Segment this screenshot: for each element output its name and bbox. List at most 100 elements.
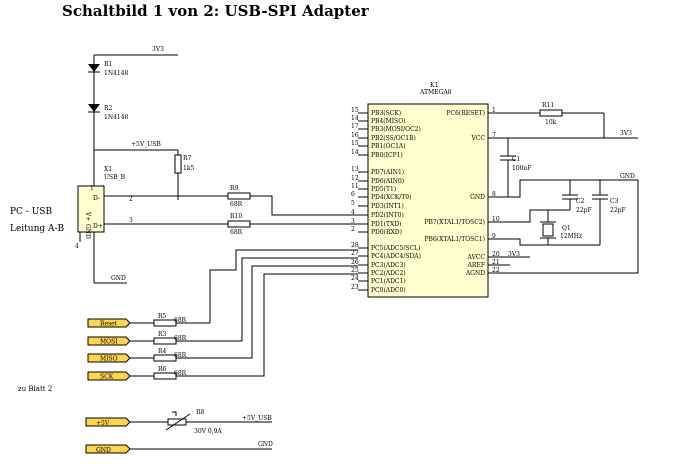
usb-pin-dplus: D+ [93, 223, 103, 230]
mcu-pin-label: PC3(ADC3) [371, 262, 406, 269]
spi-wiring [198, 249, 358, 377]
diode-chain: 3V3 R1 1N4148 R2 1N4148 +5V_USB [88, 46, 178, 172]
usb-ref: X1 [104, 166, 112, 173]
connector-resistor-ref: R3 [158, 331, 167, 338]
right-wiring: R11 10k 3V3 C1 100nF GND C2 22pF C3 22pF [498, 102, 639, 274]
mcu-pin-number: 27 [351, 250, 359, 257]
leitung-label: Leitung A-B [10, 224, 65, 234]
mcu-pin-label: PB2(SS/OC1B) [371, 135, 416, 142]
zu-blatt-label: zu Blatt 2 [18, 385, 52, 393]
usb-pin-vcc: V+ [84, 211, 91, 221]
mcu-pin-number: 14 [351, 149, 359, 156]
connector-resistor-ref: R5 [158, 313, 167, 320]
mcu-pin-number: 25 [351, 267, 359, 274]
resistor-r10: R10 68R [227, 213, 251, 236]
mcu-pin-label: PD3(INT1) [371, 203, 404, 210]
mcu-pin-label: PD5(T1) [371, 186, 396, 193]
diode-r2-part: 1N4148 [104, 114, 129, 121]
net-usb5v: +5V_USB [131, 141, 161, 148]
page-title: Schaltbild 1 von 2: USB-SPI Adapter [62, 2, 370, 20]
connector-resistor-value: 68R [174, 317, 187, 324]
r11-value: 10k [545, 119, 557, 126]
mcu-pin-number: 8 [492, 191, 496, 198]
r9-ref: R9 [230, 185, 239, 192]
c3-value: 22pF [610, 207, 626, 214]
mcu-pin-number: 24 [351, 275, 359, 282]
net-3v3-avcc: 3V3 [508, 251, 520, 258]
mcu-pin-label: AGND [465, 270, 485, 277]
usb-name: USB_B [104, 174, 126, 181]
connector-label: MISO [100, 356, 118, 363]
connector-resistor-ref: R6 [158, 366, 167, 373]
connector-flag [87, 353, 131, 363]
mcu-pin-number: 4 [351, 209, 355, 216]
connector-resistor [153, 337, 177, 345]
connector-resistor-value: 68R [174, 370, 187, 377]
mcu-pin-label: PC1(ADC1) [371, 278, 406, 285]
mcu-pin-label: PC0(ADC0) [371, 287, 406, 294]
net-gnd-right: GND [620, 173, 635, 180]
mcu-pin-label: PD2(INT0) [371, 212, 404, 219]
mcu-right-pins: 1PC6(RESET)7VCC8GND10PB7(XTAL1/TOSC2)9PB… [425, 107, 500, 277]
mcu-pin-number: 22 [492, 267, 500, 274]
mcu-pin-label: PD0(RXD) [371, 229, 402, 236]
c1-ref: C1 [512, 156, 520, 163]
mcu-pin-label: PC6(RESET) [446, 110, 485, 117]
mcu-pin-number: 10 [492, 216, 500, 223]
mcu-pin-number: 15 [351, 140, 359, 147]
mcu-pin-label: GND [470, 194, 485, 201]
mcu-pin-number: 5 [351, 200, 355, 207]
supply-gnd-label: GND [96, 447, 111, 454]
r8-ref: R8 [196, 409, 205, 416]
r11-ref: R11 [542, 102, 554, 109]
mcu-pin-label: PC5(ADC5/SCL) [371, 245, 420, 252]
r10-value: 68R [230, 229, 243, 236]
mcu-pin-number: 20 [492, 251, 500, 258]
mcu-pin-label: PB3(SCK) [371, 110, 401, 117]
diode-r1: R1 1N4148 [88, 61, 129, 77]
r10-ref: R10 [230, 213, 242, 220]
mcu-pin-label: PB6(XTAL1/TOSC1) [425, 236, 486, 243]
usb-n1: 1 [90, 185, 94, 192]
connector-resistor [153, 372, 177, 380]
net-3v3-top: 3V3 [152, 46, 164, 53]
mcu-pin-label: PD1(TXD) [371, 221, 401, 228]
connector-flag [87, 336, 131, 346]
resistor-r7: R7 1k5 [174, 150, 194, 200]
mcu-pin-label: AREF [467, 262, 485, 269]
mcu-pin-number: 14 [351, 115, 359, 122]
mcu-pin-number: 2 [351, 226, 355, 233]
mcu-pin-label: PB4(MISO) [371, 118, 406, 125]
connector-label: Reset [100, 321, 118, 328]
mcu-pin-number: 9 [492, 233, 496, 240]
resistor-r9: R9 68R [227, 185, 251, 208]
net-gnd-usb: GND [111, 275, 126, 282]
usb-n4: 4 [75, 243, 79, 250]
c1-value: 100nF [512, 165, 531, 172]
mcu-pin-number: 23 [351, 284, 359, 291]
diode-r2: R2 1N4148 [88, 104, 129, 121]
mcu-pin-label: PB0(ICP1) [371, 152, 403, 159]
mcu-ref: K1 [430, 82, 438, 89]
mcu-pin-number: 28 [351, 242, 359, 249]
supply-5v: +5V R8 30V 0,9A +5V_USB [85, 409, 272, 435]
supply-5v-label: +5V [96, 420, 110, 427]
q1-ref: Q1 [562, 225, 571, 232]
mcu-pin-number: 17 [351, 123, 359, 130]
mcu-pin-label: PB1(OC1A) [371, 143, 406, 150]
c3-ref: C3 [610, 198, 619, 205]
mcu-pin-number: 21 [492, 259, 500, 266]
mcu-pin-label: PD6(AIN0) [371, 178, 404, 185]
mcu-pin-number: 26 [351, 259, 359, 266]
mcu-pin-number: 13 [351, 166, 359, 173]
connector-resistor-value: 68R [174, 352, 187, 359]
diode-r1-ref: R1 [104, 61, 112, 68]
net-3v3-right: 3V3 [620, 130, 632, 137]
usb-connector: X1 USB_B D- D+ V+ GND 2 3 1 4 GND [75, 150, 260, 284]
diode-r2-ref: R2 [104, 105, 113, 112]
usb-n3: 3 [129, 217, 133, 224]
